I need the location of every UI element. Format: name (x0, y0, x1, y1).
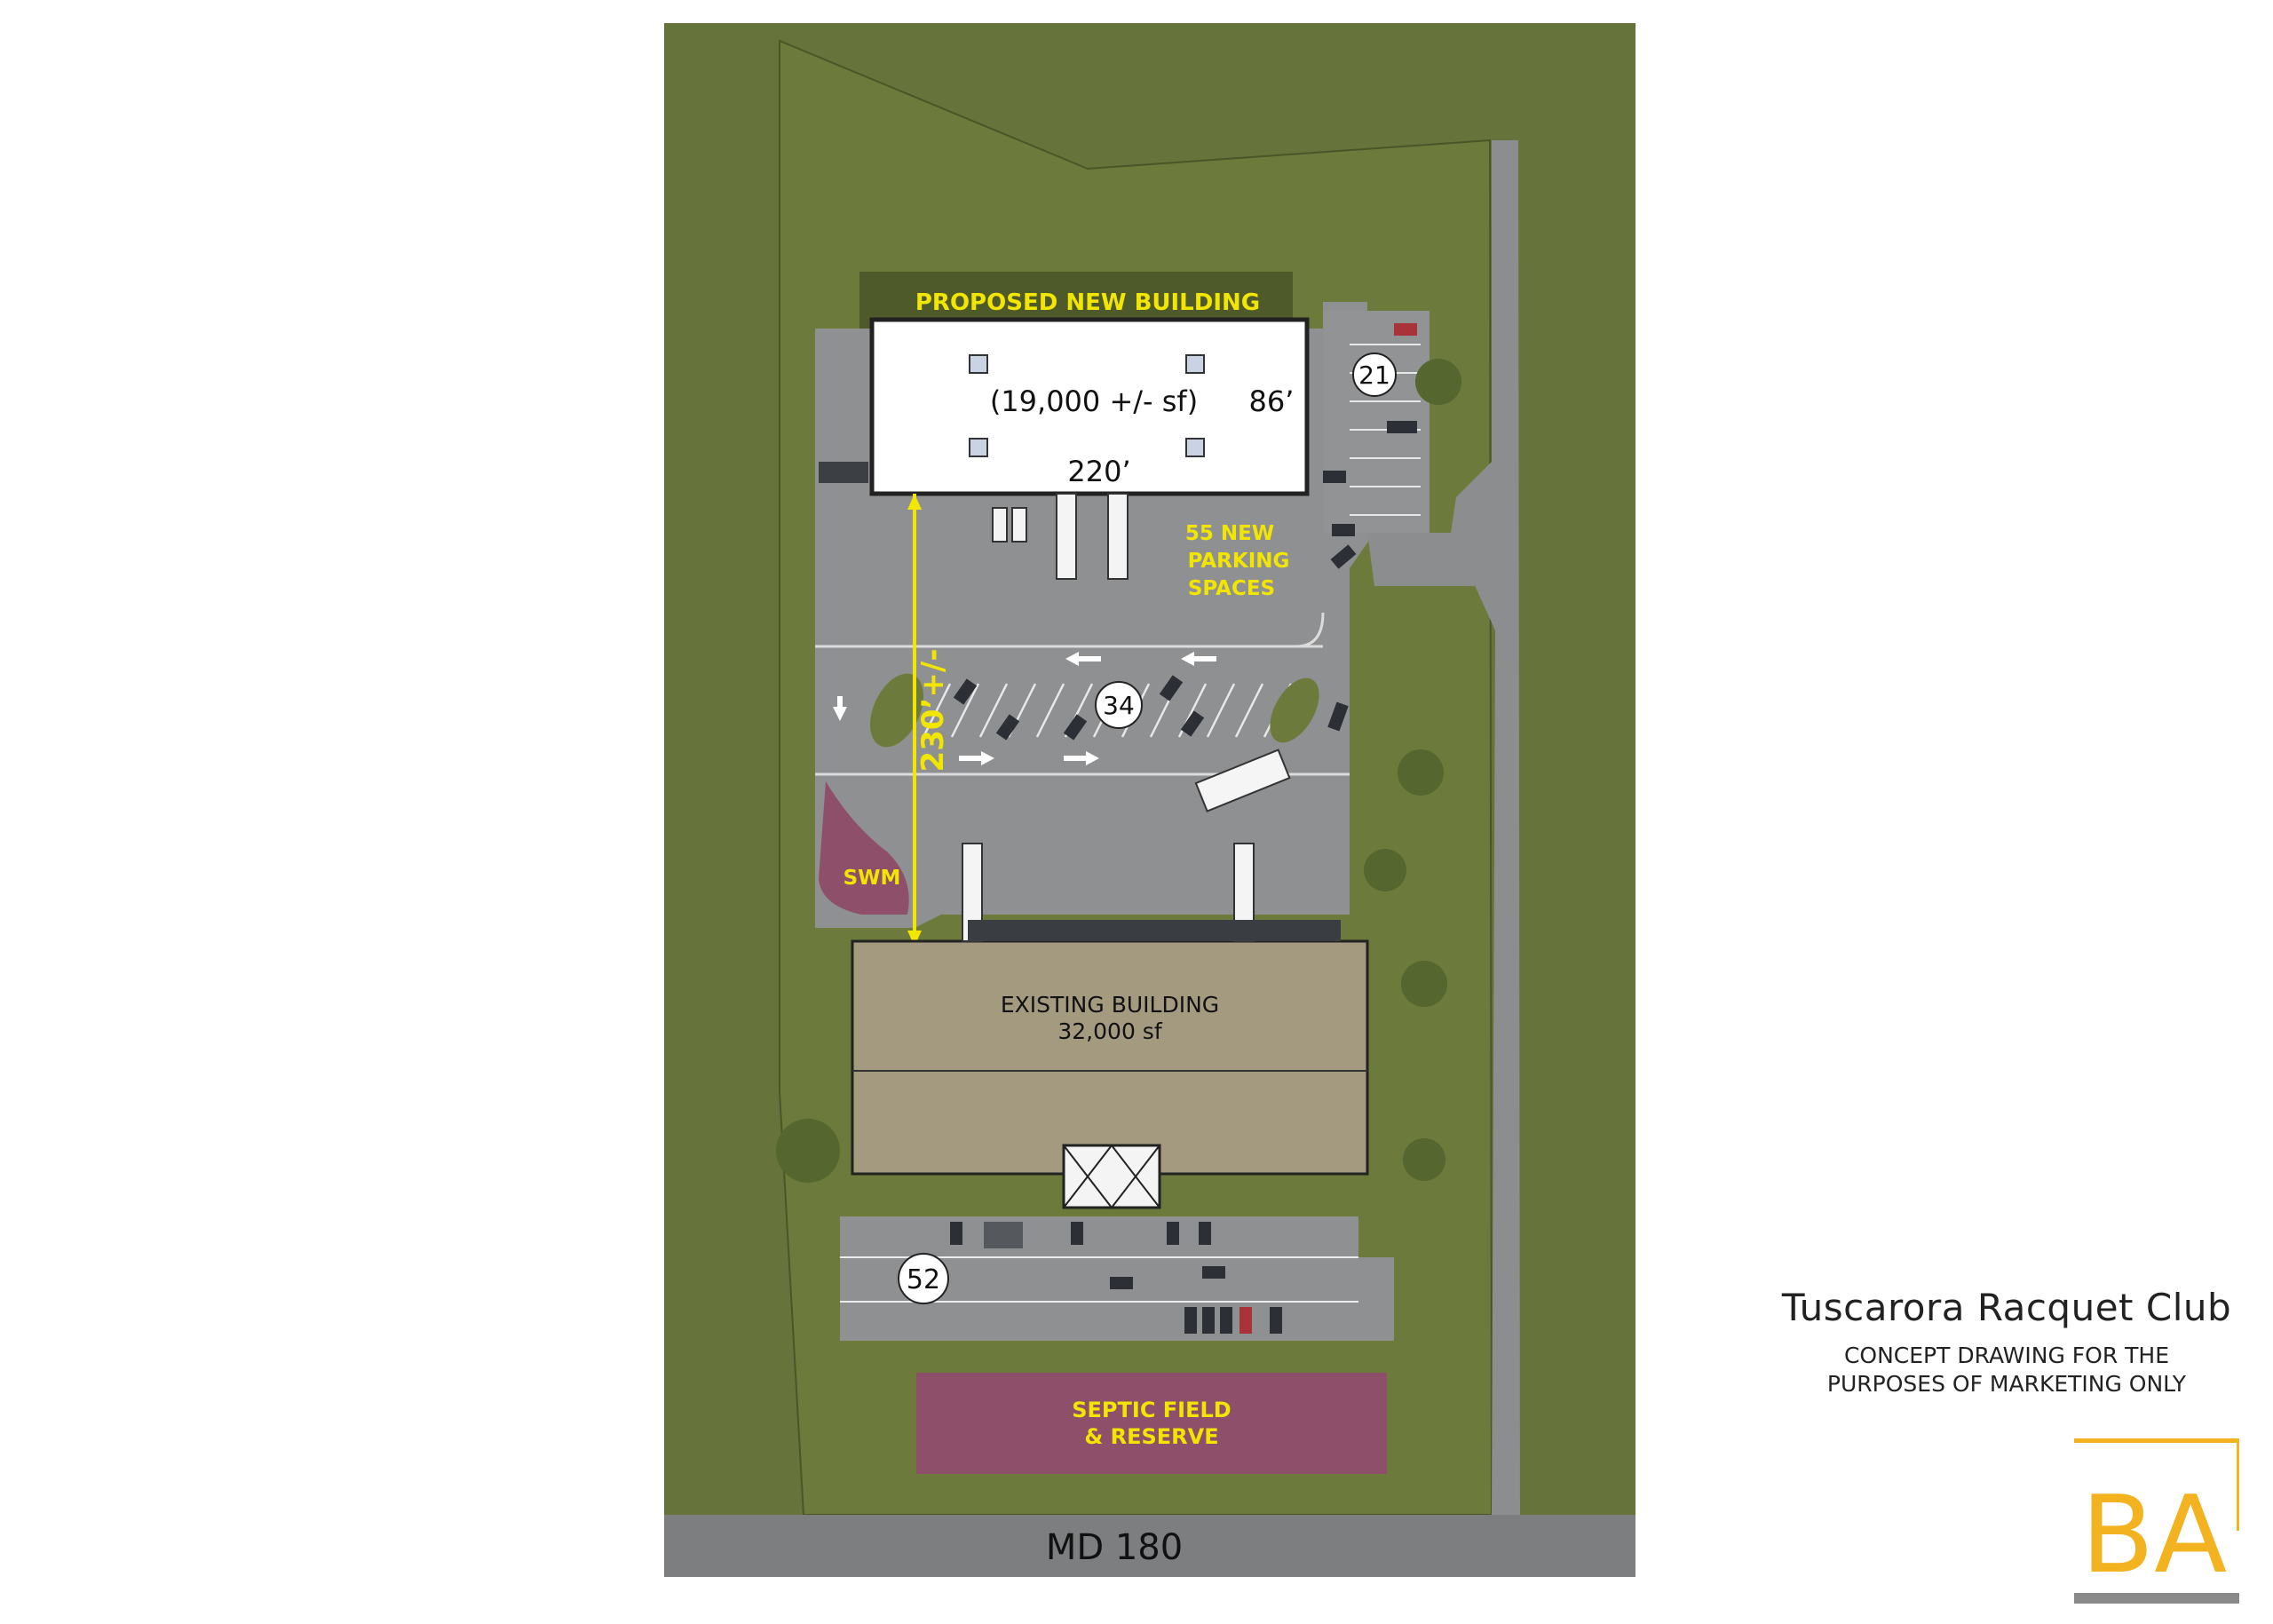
roof-units (969, 354, 1205, 457)
count-52-label: 52 (907, 1264, 940, 1295)
project-name: Tuscarora Racquet Club (1781, 1286, 2232, 1329)
tree-icon (776, 1119, 840, 1183)
trees (776, 359, 1461, 1183)
entrance-canopy (1062, 1144, 1161, 1209)
subtitle-line2: PURPOSES OF MARKETING ONLY (1826, 1371, 2187, 1397)
count-21-label: 21 (1358, 360, 1390, 390)
count-circle-34: 34 (1095, 681, 1143, 729)
parked-cars (953, 323, 1417, 741)
landscape-island-right (1270, 677, 1319, 743)
road-label: MD 180 (1046, 1527, 1183, 1568)
existing-building-area: 32,000 sf (1057, 1018, 1162, 1044)
existing-dock (968, 920, 1341, 941)
tree-icon (1403, 1138, 1445, 1181)
arrow-right-icon (959, 751, 994, 765)
septic-field (916, 1373, 1387, 1474)
tree-icon (1415, 359, 1461, 405)
accessible-space (984, 1222, 1023, 1248)
proposed-building-title: PROPOSED NEW BUILDING (915, 289, 1260, 316)
septic-label-line2: & RESERVE (1084, 1424, 1218, 1449)
arrow-right-icon (1064, 751, 1099, 765)
landscape-island-left (869, 673, 924, 748)
lot-connector (1367, 533, 1495, 586)
swm-label: SWM (843, 867, 901, 890)
tree-icon (1364, 849, 1406, 891)
subtitle-line1: CONCEPT DRAWING FOR THE (1843, 1343, 2170, 1368)
access-driveway (1451, 140, 1520, 1515)
arrow-left-icon (1181, 652, 1216, 666)
proposed-depth-dim: 86’ (1249, 384, 1295, 418)
arrow-left-icon (1065, 652, 1101, 666)
tree-icon (1401, 961, 1447, 1007)
new-parking-line2: PARKING (1188, 550, 1290, 573)
distance-label: 230’+/- (915, 649, 951, 772)
new-parking-line1: 55 NEW (1185, 522, 1274, 545)
proposed-width-dim: 220’ (1067, 455, 1130, 488)
logo-text: BA (2081, 1474, 2227, 1597)
title-block: Tuscarora Racquet Club CONCEPT DRAWING F… (1740, 1286, 2273, 1398)
landscape-strip (1367, 586, 1463, 1261)
logo-bar (2074, 1593, 2239, 1604)
count-circle-21: 21 (1352, 353, 1397, 397)
loading-dock (819, 462, 868, 483)
proposed-building-area: (19,000 +/- sf) (990, 384, 1198, 418)
proposed-building-shadow (859, 272, 1293, 329)
count-circle-52: 52 (898, 1253, 949, 1304)
proposed-building (869, 317, 1310, 496)
traffic-arrows (833, 652, 1216, 765)
existing-building (851, 939, 1369, 1176)
septic-label-line1: SEPTIC FIELD (1072, 1398, 1231, 1422)
new-parking-line3: SPACES (1188, 577, 1275, 600)
service-trucks (992, 493, 1129, 580)
existing-trucks (962, 843, 1255, 942)
tree-icon (1398, 749, 1444, 796)
road-md180 (664, 1515, 1635, 1577)
swm-pond (819, 781, 909, 915)
bus (1194, 749, 1291, 812)
count-34-label: 34 (1103, 691, 1135, 720)
distance-dimension (907, 494, 922, 947)
lane-curve (1295, 612, 1325, 648)
existing-building-title: EXISTING BUILDING (1001, 992, 1219, 1018)
new-parking-label: 55 NEW PARKING SPACES (1185, 522, 1290, 600)
ba-logo: BA (2074, 1438, 2239, 1604)
front-cars (950, 1222, 1282, 1334)
arrow-down-icon (833, 696, 847, 721)
